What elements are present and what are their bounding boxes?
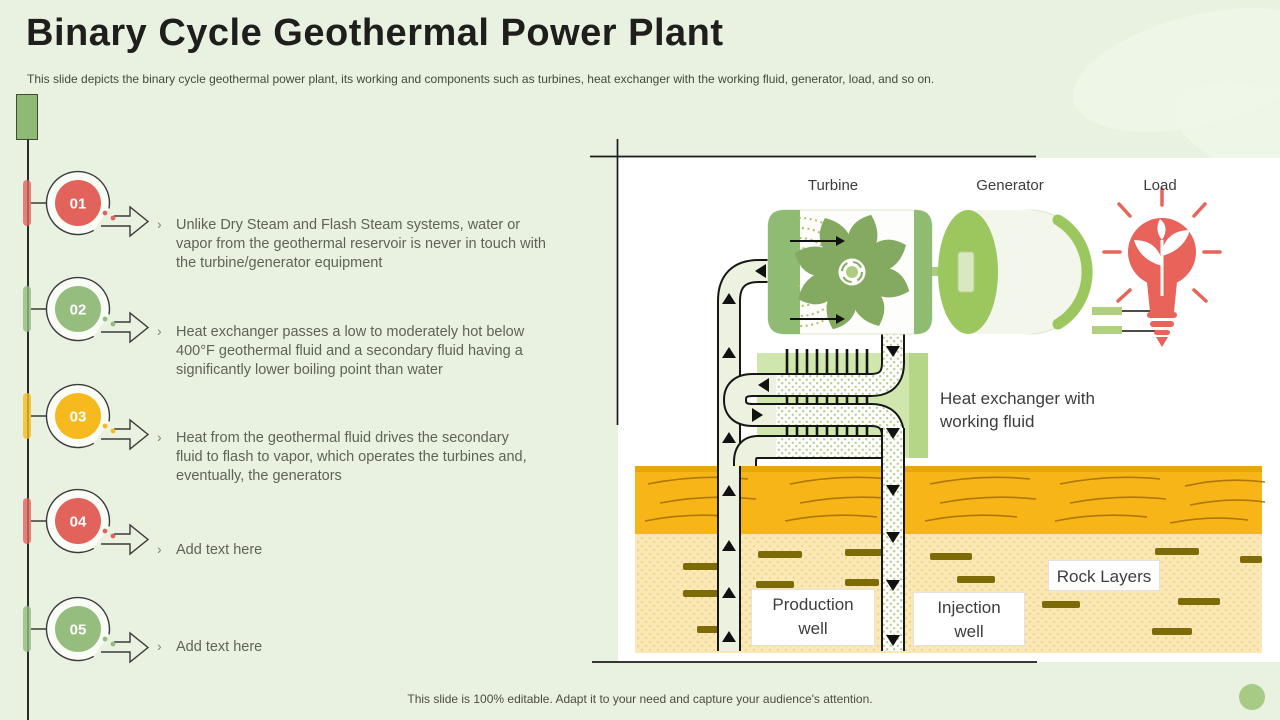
bullet-chevron-icon: ›: [157, 323, 162, 339]
page-subtitle: This slide depicts the binary cycle geot…: [27, 72, 935, 86]
turbine: [767, 209, 933, 335]
bullet-chevron-icon: ›: [157, 638, 162, 654]
exchanger-left-uturn-pipe: [722, 373, 776, 427]
bullet-chevron-icon: ›: [157, 429, 162, 445]
heat-exchanger-label: Heat exchanger with working fluid: [940, 389, 1095, 431]
exchanger-fins: [785, 349, 869, 436]
load-label: Load: [1143, 177, 1177, 194]
step-number: 03: [70, 409, 87, 426]
rock-layers-label: Rock Layers: [1048, 560, 1160, 591]
step-number-circle: [55, 180, 101, 226]
step-text-5[interactable]: Add text here: [176, 639, 263, 655]
sprout-icon: [1134, 219, 1190, 296]
step-marker-02[interactable]: 02: [18, 263, 168, 355]
step-tick: [23, 180, 31, 226]
marker-arrow-icon: [101, 418, 150, 451]
soil-strata-lines: [644, 476, 1266, 524]
load-bulb-icon: [1102, 187, 1222, 347]
wires: [1122, 310, 1160, 332]
step-text-3[interactable]: Heat from the geothermal fluid drives th…: [176, 430, 527, 484]
flow-arrows: [722, 264, 900, 646]
marker-arrow-icon: [101, 523, 150, 556]
marker-arrow-icon: [101, 631, 150, 664]
bullet-chevron-icon: ›: [157, 541, 162, 557]
generator-label: Generator: [976, 177, 1044, 194]
step-marker-05[interactable]: 05: [18, 583, 168, 675]
rock-dashes: [683, 548, 1262, 635]
step-number: 05: [70, 622, 87, 639]
marker-arrow-icon: [101, 311, 150, 344]
heat-exchanger-edge: [909, 353, 928, 458]
step-text-4[interactable]: Add text here: [176, 542, 263, 558]
geothermal-plant-diagram: [590, 139, 1280, 663]
generator-terminal: [1092, 326, 1122, 334]
title-accent-block: [16, 94, 38, 140]
step-text-1[interactable]: Unlike Dry Steam and Flash Steam systems…: [176, 217, 546, 271]
corner-dot: [1239, 684, 1265, 710]
exchanger-lower-elbow-pipe: [733, 435, 776, 466]
marker-arrow-icon: [101, 205, 150, 238]
flow-direction-arrows: [790, 240, 836, 320]
step-text-2[interactable]: Heat exchanger passes a low to moderatel…: [176, 324, 525, 378]
step-marker-04[interactable]: 04: [18, 475, 168, 567]
footer-note: This slide is 100% editable. Adapt it to…: [407, 692, 873, 706]
step-marker-03[interactable]: 03: [18, 370, 168, 462]
turbine-downcomer-pipe: [776, 330, 905, 397]
step-number: 04: [70, 514, 87, 531]
injection-well-label: Injection well: [913, 592, 1025, 646]
bullet-chevron-icon: ›: [157, 216, 162, 232]
generator: [938, 209, 1122, 335]
step-marker-01[interactable]: 01: [18, 157, 168, 249]
turbine-label: Turbine: [807, 177, 859, 194]
generator-terminal: [1092, 307, 1122, 315]
step-number: 02: [70, 302, 87, 319]
production-well-label: Production well: [751, 589, 875, 646]
step-number: 01: [70, 196, 87, 213]
page-title: Binary Cycle Geothermal Power Plant: [26, 12, 724, 54]
